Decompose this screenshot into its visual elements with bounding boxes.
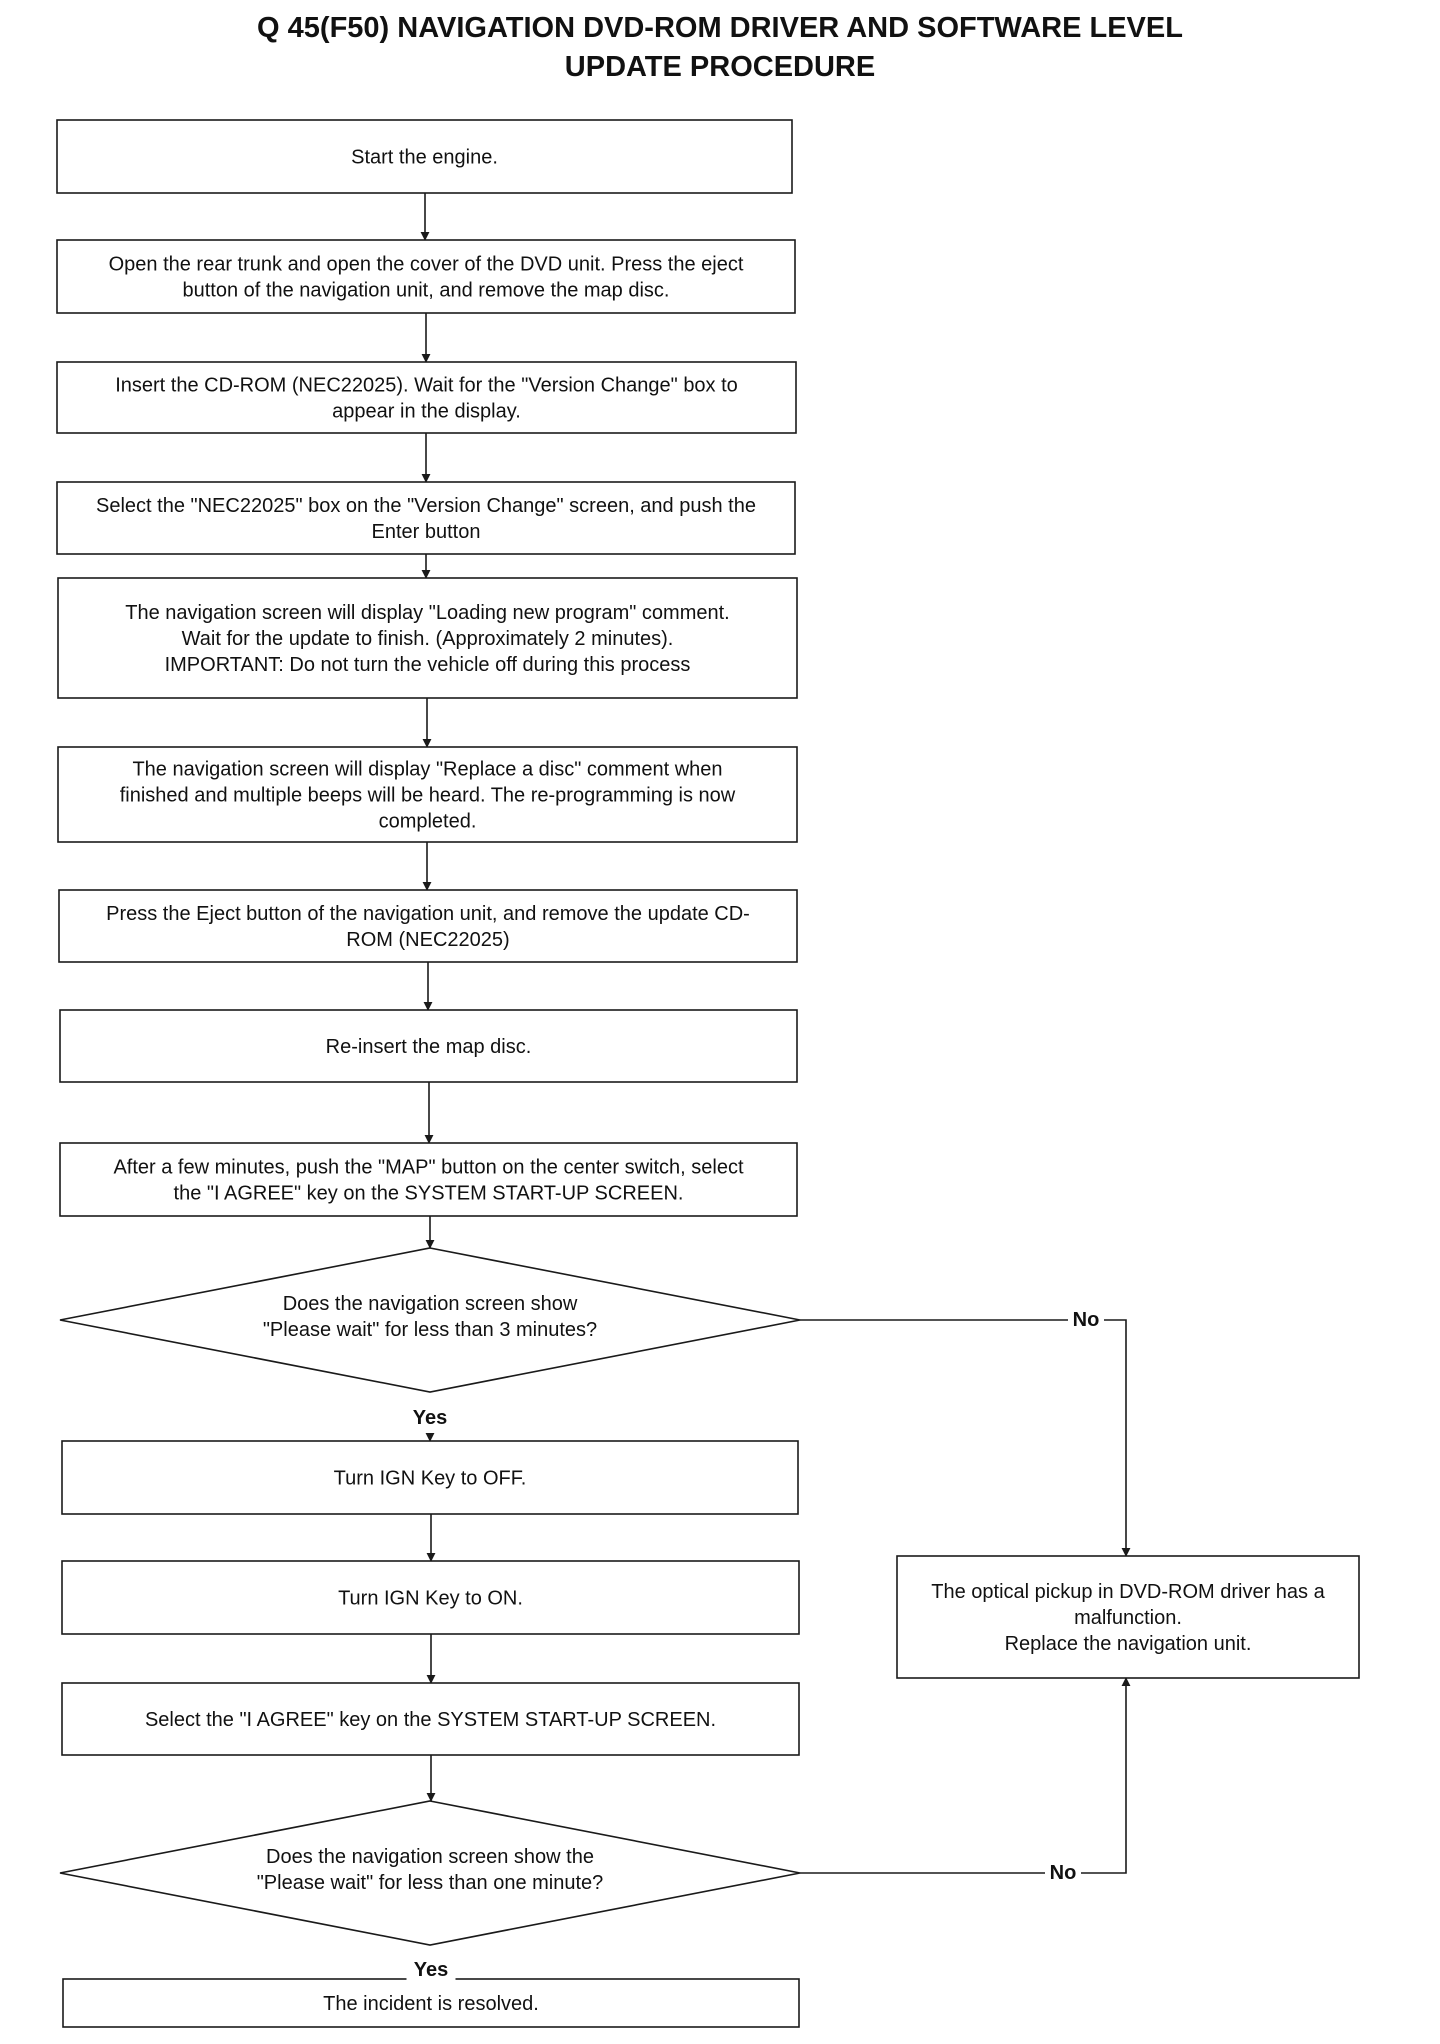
step-box-replace-disc: [57, 746, 798, 843]
title-line-1: Q 45(F50) NAVIGATION DVD-ROM DRIVER AND …: [257, 12, 1183, 44]
decision-text-wait-three-min: Does the navigation screen show"Please w…: [263, 1293, 597, 1341]
decision-diamond-wait-one-min: [59, 1800, 801, 1946]
no-label-1: No: [1073, 1309, 1100, 1331]
yes-label-2-bg: [406, 1958, 456, 1982]
step-text-loading-program: The navigation screen will display "Load…: [125, 602, 730, 676]
step-box-eject-update: [58, 889, 798, 963]
step-box-ign-on: [61, 1560, 800, 1635]
step-text-select-nec-box: Select the "NEC22025" box on the "Versio…: [96, 495, 756, 543]
step-text-reinsert-map: Re-insert the map disc.: [326, 1036, 532, 1058]
step-box-resolved: [62, 1978, 800, 2028]
step-box-push-map: [59, 1142, 798, 1217]
decision-diamond-wait-three-min: [59, 1247, 801, 1393]
no-label-2-bg: [1045, 1861, 1081, 1885]
decision-text-wait-one-min: Does the navigation screen show the"Plea…: [257, 1846, 604, 1894]
step-text-resolved: The incident is resolved.: [323, 1993, 539, 2015]
step-box-insert-cdrom: [56, 361, 797, 434]
step-box-start-engine: [56, 119, 793, 194]
title-line-2: UPDATE PROCEDURE: [565, 51, 875, 83]
step-text-ign-on: Turn IGN Key to ON.: [338, 1588, 523, 1610]
no-label-1-bg: [1068, 1308, 1104, 1332]
yes-label-1: Yes: [413, 1407, 447, 1429]
step-box-open-trunk: [56, 239, 796, 314]
step-text-open-trunk: Open the rear trunk and open the cover o…: [109, 254, 744, 302]
arrow-no-1: [800, 1319, 1131, 1557]
step-box-select-nec-box: [56, 481, 796, 555]
step-box-reinsert-map: [59, 1009, 798, 1083]
step-text-insert-cdrom: Insert the CD-ROM (NEC22025). Wait for t…: [115, 375, 738, 423]
step-text-eject-update: Press the Eject button of the navigation…: [106, 903, 750, 951]
yes-label-2: Yes: [414, 1959, 448, 1981]
arrow-no-2: [800, 1677, 1131, 1874]
step-box-ign-off: [61, 1440, 799, 1515]
step-box-select-agree: [61, 1682, 800, 1756]
yes-label-1-bg: [405, 1406, 455, 1430]
nodes: Start the engine. Open the rear trunk and…: [56, 119, 1360, 2028]
step-box-malfunction: [896, 1555, 1360, 1679]
step-text-push-map: After a few minutes, push the "MAP" butt…: [113, 1157, 744, 1205]
step-text-malfunction: The optical pickup in DVD-ROM driver has…: [931, 1581, 1325, 1655]
step-box-loading-program: [57, 577, 798, 699]
step-text-replace-disc: The navigation screen will display "Repl…: [120, 759, 736, 833]
step-text-start-engine: Start the engine.: [351, 147, 498, 169]
no-label-2: No: [1050, 1862, 1077, 1884]
step-text-ign-off: Turn IGN Key to OFF.: [334, 1468, 527, 1490]
step-text-select-agree: Select the "I AGREE" key on the SYSTEM S…: [145, 1709, 716, 1731]
